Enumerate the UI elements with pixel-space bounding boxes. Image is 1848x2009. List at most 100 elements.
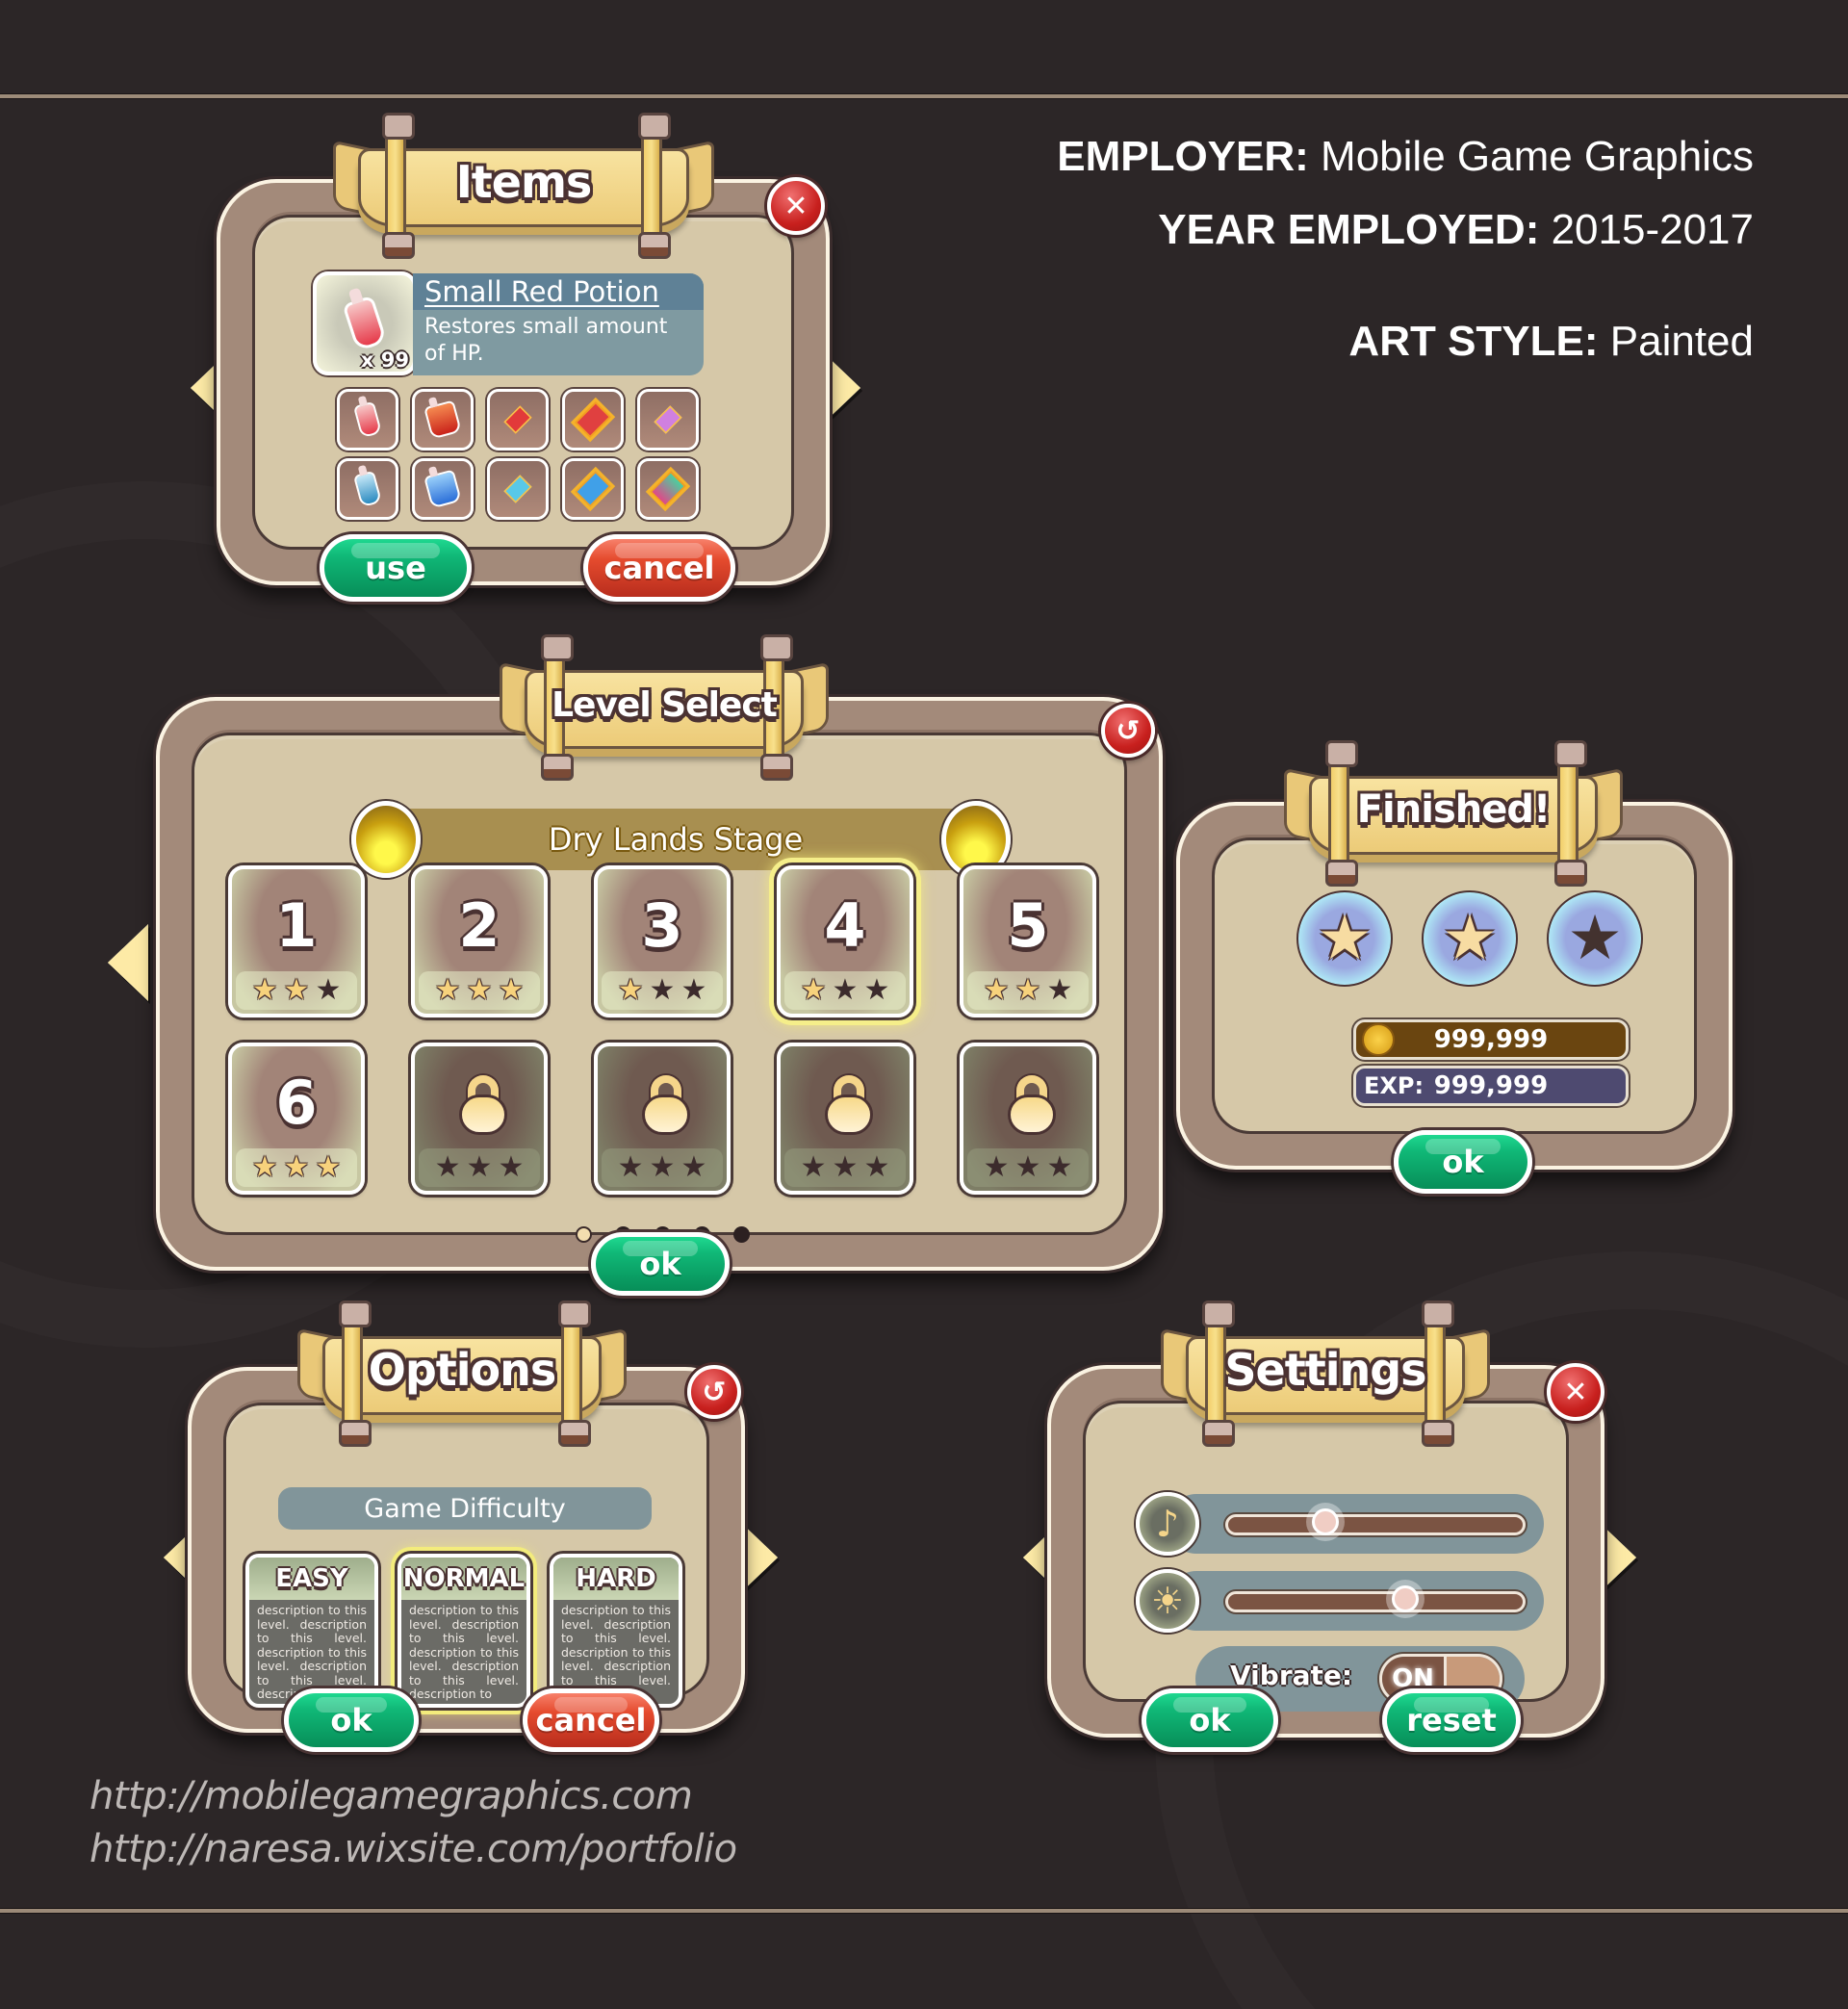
inventory-slot-small-red-potion[interactable] (337, 389, 398, 451)
pink-gem-crest-icon (650, 471, 686, 507)
small-red-potion-icon (342, 295, 388, 352)
exp-amount: 999,999 (1433, 1071, 1549, 1100)
level-stars: ★★★ (602, 971, 723, 1010)
bottom-divider (0, 1908, 1848, 1914)
vibrate-label: Vibrate: (1230, 1660, 1353, 1691)
item-info-box: Small Red Potion Restores small amount o… (413, 273, 704, 375)
inventory-slot-blue-gem-crest[interactable] (562, 458, 624, 520)
reset-button[interactable]: reset (1382, 1688, 1521, 1752)
level-select-back-button[interactable]: ↺ (1101, 704, 1155, 758)
inventory-slot-pink-gem-crest[interactable] (637, 458, 699, 520)
item-name-bar: Small Red Potion (413, 273, 704, 310)
inventory-slot-pink-gem-charm[interactable] (637, 389, 699, 451)
level-tile[interactable]: ★★★ (411, 1043, 548, 1195)
level-tile[interactable]: ★★★ (960, 1043, 1096, 1195)
inventory-slot-large-blue-potion[interactable] (412, 458, 474, 520)
items-close-button[interactable]: ✕ (767, 177, 825, 235)
level-stars: ★★★ (236, 971, 357, 1010)
star-empty-icon: ★ (617, 1150, 644, 1184)
inventory-slot-large-red-potion[interactable] (412, 389, 474, 451)
banner-pole (382, 113, 415, 259)
difficulty-label: EASY (249, 1558, 374, 1600)
finished-title: Finished! (1356, 787, 1552, 832)
options-ok-button[interactable]: ok (284, 1688, 419, 1752)
items-panel-frame: x 99 Small Red Potion Restores small amo… (217, 179, 830, 585)
undo-arrow-icon: ↺ (1116, 713, 1141, 748)
star-filled-icon: ★ (466, 973, 493, 1007)
website-link[interactable]: http://mobilegamegraphics.com (90, 1774, 693, 1818)
banner-pole (760, 634, 793, 781)
star-empty-icon: ★ (466, 1150, 493, 1184)
inventory-slot-small-blue-potion[interactable] (337, 458, 398, 520)
level-prev-arrow-icon[interactable] (108, 924, 148, 1001)
level-select-frame: Dry Lands Stage 1★★★2★★★3★★★4★★★5★★★6★★★… (156, 697, 1163, 1271)
settings-ok-button[interactable]: ok (1142, 1688, 1278, 1752)
level-stars: ★★★ (236, 1148, 357, 1187)
level-number: 6 (275, 1068, 318, 1138)
banner-pole (339, 1301, 372, 1447)
level-tile[interactable]: ★★★ (594, 1043, 731, 1195)
exp-reward-bar: EXP: 999,999 (1353, 1066, 1629, 1106)
level-tile[interactable]: 1★★★ (228, 865, 365, 1017)
art-style-line: ART STYLE: Painted (1348, 318, 1754, 366)
art-style-value: Painted (1609, 318, 1754, 365)
item-name: Small Red Potion (424, 275, 659, 308)
star-empty-icon: ★ (832, 973, 859, 1007)
ok-button-label: ok (1442, 1144, 1484, 1180)
brightness-slider[interactable] (1225, 1585, 1526, 1612)
use-button-label: use (365, 550, 426, 586)
options-cancel-button[interactable]: cancel (523, 1688, 659, 1752)
difficulty-header: Game Difficulty (278, 1487, 652, 1530)
brightness-slider-knob[interactable] (1391, 1585, 1419, 1612)
level-tile[interactable]: ★★★ (777, 1043, 913, 1195)
music-note-icon: ♪ (1136, 1492, 1199, 1556)
level-select-ok-button[interactable]: ok (591, 1232, 730, 1296)
star-empty-icon: ★ (800, 1150, 827, 1184)
items-title-banner: Items (333, 113, 714, 259)
star-empty-icon: ★ (983, 1150, 1010, 1184)
star-empty-icon: ★ (832, 1150, 859, 1184)
level-stars: ★★★ (419, 971, 540, 1010)
star-empty-icon: ★ (863, 973, 890, 1007)
level-tile[interactable]: 5★★★ (960, 865, 1096, 1017)
music-slider[interactable] (1225, 1508, 1526, 1535)
padlock-icon (642, 1075, 690, 1135)
finished-ok-button[interactable]: ok (1394, 1130, 1532, 1194)
level-tile[interactable]: 3★★★ (594, 865, 731, 1017)
level-tile[interactable]: 6 ★★★ (228, 1043, 365, 1195)
options-back-button[interactable]: ↺ (687, 1365, 741, 1419)
inventory-slot-red-gem-charm[interactable] (487, 389, 549, 451)
level-select-title-banner: Level Select (500, 634, 829, 781)
level-number: 5 (1007, 890, 1049, 961)
music-slider-knob[interactable] (1311, 1508, 1339, 1535)
portfolio-link[interactable]: http://naresa.wixsite.com/portfolio (90, 1827, 737, 1871)
ok-button-label: ok (639, 1246, 681, 1282)
level-tile[interactable]: 2★★★ (411, 865, 548, 1017)
inventory-slot-red-gem-crest[interactable] (562, 389, 624, 451)
banner-ribbon (525, 670, 804, 749)
gold-coin-icon (1362, 1023, 1395, 1056)
banner-ribbon (358, 148, 689, 227)
red-gem-charm-icon (503, 405, 532, 434)
difficulty-title: Game Difficulty (364, 1493, 566, 1524)
banner-ribbon (322, 1336, 602, 1415)
banner-ribbon (1309, 776, 1598, 855)
finished-body: ★★★ 999,999 EXP: 999,999 (1212, 837, 1697, 1134)
star-medal: ★ (1422, 890, 1518, 987)
inventory-slot-blue-gem-charm[interactable] (487, 458, 549, 520)
items-cancel-button[interactable]: cancel (583, 534, 735, 602)
use-button[interactable]: use (320, 534, 472, 602)
small-blue-potion-icon (352, 470, 383, 508)
undo-arrow-icon: ↺ (702, 1375, 727, 1409)
level-tile[interactable]: 4★★★ (777, 865, 913, 1017)
page-dot[interactable] (733, 1226, 750, 1243)
padlock-icon (459, 1075, 507, 1135)
cancel-button-label: cancel (603, 550, 715, 586)
page-dot[interactable] (576, 1226, 592, 1243)
items-panel-body: x 99 Small Red Potion Restores small amo… (252, 215, 794, 550)
close-x-icon: ✕ (1563, 1375, 1588, 1409)
settings-close-button[interactable]: ✕ (1547, 1363, 1604, 1421)
